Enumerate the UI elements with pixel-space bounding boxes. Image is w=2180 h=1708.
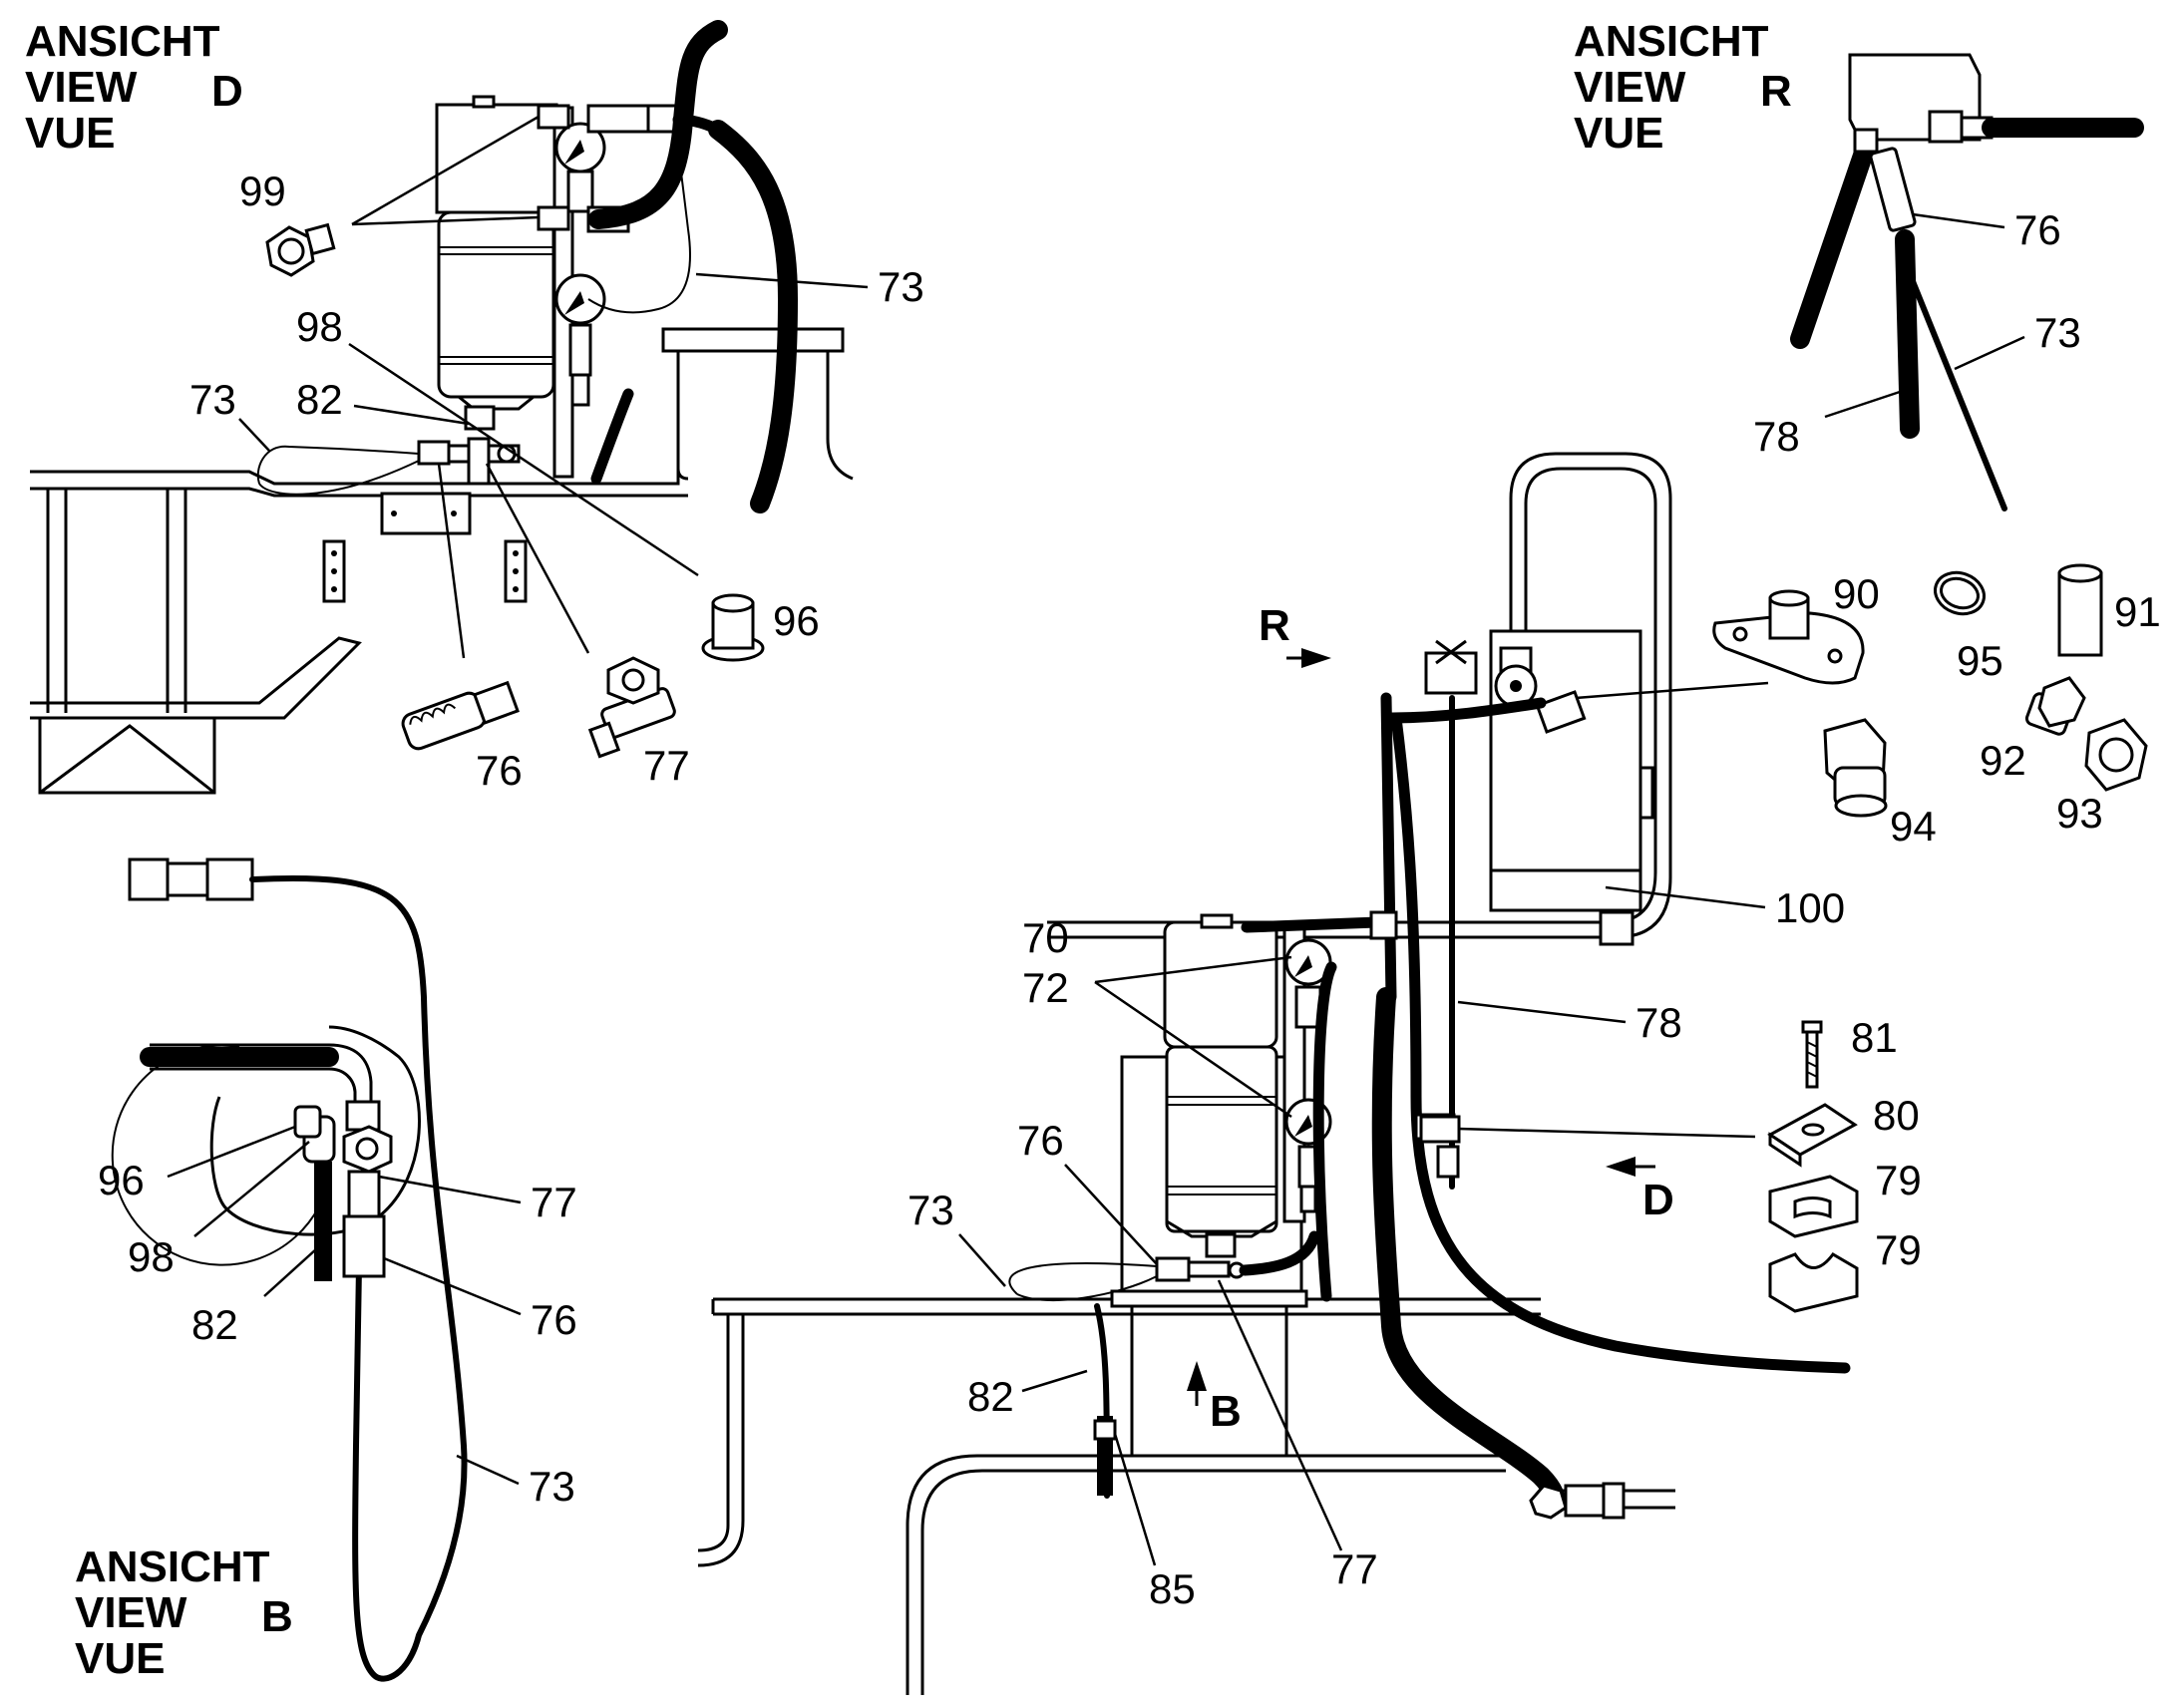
view-b-title: ANSICHT VIEW VUE B [75, 1542, 293, 1683]
view-b-letter: B [261, 1592, 293, 1641]
callout-90: 90 [1833, 570, 1880, 617]
callout-99: 99 [239, 168, 286, 214]
connector-76 [401, 680, 520, 751]
callout-85: 85 [1149, 1565, 1196, 1612]
callout-93: 93 [2056, 790, 2103, 837]
callout-100: 100 [1775, 884, 1845, 931]
view-r-line-3: VUE [1574, 109, 1663, 158]
callout-98-b: 98 [128, 1233, 175, 1280]
callout-78-r: 78 [1753, 413, 1800, 460]
callout-73-b: 73 [529, 1463, 575, 1510]
callout-77-b: 77 [531, 1179, 577, 1225]
direction-markers: R D B [1187, 601, 1674, 1436]
view-r-title: ANSICHT VIEW VUE R [1574, 17, 1792, 158]
callout-82-b: 82 [191, 1301, 238, 1348]
callout-81: 81 [1851, 1014, 1898, 1061]
marker-d: D [1642, 1176, 1674, 1224]
view-b-line-1: ANSICHT [75, 1542, 270, 1591]
view-d-line-3: VUE [25, 109, 115, 158]
callout-94: 94 [1890, 803, 1937, 850]
callout-76-b: 76 [531, 1296, 577, 1343]
callout-96-d: 96 [773, 597, 820, 644]
clamp-79-a [1768, 1175, 1859, 1238]
view-r-assembly: 76 73 78 [1753, 53, 2144, 512]
cap-96 [701, 593, 765, 662]
callout-77-d: 77 [643, 742, 690, 789]
view-d-line-2: VIEW [25, 63, 138, 112]
view-d-assembly [30, 20, 854, 795]
view-b-line-3: VUE [75, 1634, 165, 1683]
callout-79-b: 79 [1875, 1226, 1922, 1273]
plate-80 [1767, 1103, 1858, 1168]
sleeve-91 [2057, 563, 2103, 657]
main-loose-parts [1712, 563, 2148, 1313]
callout-91: 91 [2114, 588, 2161, 635]
callout-78-main: 78 [1635, 999, 1682, 1046]
view-b-line-2: VIEW [75, 1588, 187, 1637]
main-assembly [697, 452, 1851, 1695]
view-d-title: ANSICHT VIEW VUE D [25, 17, 243, 158]
callout-95: 95 [1957, 637, 2003, 684]
callout-92: 92 [1980, 737, 2026, 784]
callout-76-d: 76 [476, 747, 523, 794]
view-d-line-1: ANSICHT [25, 17, 220, 66]
view-d-callouts: 99 73 98 82 73 96 76 77 [189, 115, 924, 794]
view-r-line-1: ANSICHT [1574, 17, 1769, 66]
view-r-line-2: VIEW [1574, 63, 1686, 112]
callout-76-main: 76 [1017, 1117, 1064, 1164]
callout-80: 80 [1873, 1092, 1920, 1139]
view-b-assembly: 96 98 82 77 76 73 [98, 857, 577, 1682]
callout-73-main: 73 [908, 1187, 954, 1233]
plug-fitting-99 [265, 222, 336, 277]
callout-98-d: 98 [296, 303, 343, 350]
callout-82-main: 82 [967, 1373, 1014, 1420]
marker-b: B [1210, 1387, 1242, 1436]
nut-93 [2084, 718, 2148, 792]
callout-76-r: 76 [2014, 206, 2061, 253]
view-r-letter: R [1760, 67, 1792, 116]
clamp-79-b [1768, 1252, 1859, 1313]
callout-73-d-left: 73 [189, 376, 236, 423]
nipple-92 [2024, 676, 2086, 736]
callout-73-r: 73 [2034, 309, 2081, 356]
ring-95 [1934, 570, 1986, 616]
view-d-letter: D [211, 67, 243, 116]
elbow-94 [1823, 718, 1888, 818]
main-callouts: 90 95 91 92 93 94 100 70 72 78 81 80 79 … [908, 570, 2161, 1612]
tee-77 [587, 656, 676, 759]
marker-r: R [1259, 601, 1290, 650]
callout-96-b: 96 [98, 1157, 145, 1203]
flange-90 [1712, 589, 1865, 685]
callout-79-a: 79 [1875, 1157, 1922, 1203]
callout-77-main: 77 [1331, 1545, 1378, 1592]
callout-82-d: 82 [296, 376, 343, 423]
view-d-loose-parts [265, 222, 765, 759]
callout-70: 70 [1022, 914, 1069, 961]
callout-72: 72 [1022, 964, 1069, 1011]
bolt-81 [1801, 1020, 1823, 1089]
callout-73-d-top: 73 [878, 263, 924, 310]
